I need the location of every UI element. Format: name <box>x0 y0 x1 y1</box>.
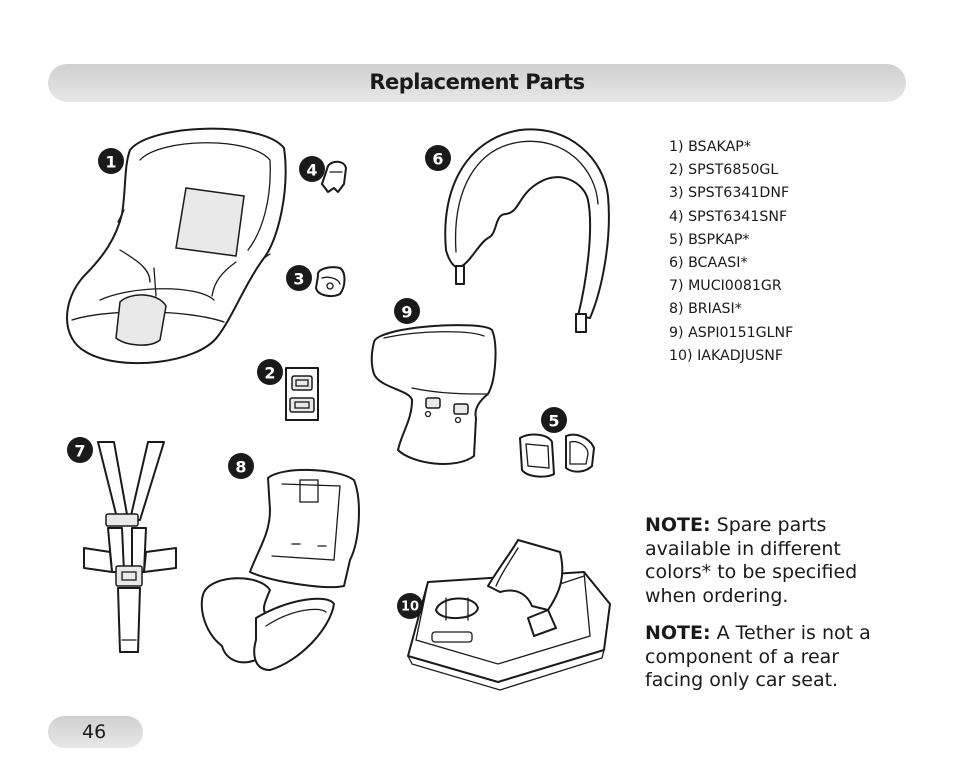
svg-text:4: 4 <box>306 161 317 180</box>
badge-10: 10 <box>397 593 423 619</box>
part-9-head-support-drawing <box>370 324 497 465</box>
svg-text:10: 10 <box>401 600 419 615</box>
badge-7: 7 <box>67 437 93 463</box>
svg-text:1: 1 <box>105 153 116 172</box>
badge-3: 3 <box>286 265 312 291</box>
parts-list-item: 10) IAKADJUSNF <box>669 347 784 364</box>
part-4-clip-drawing <box>321 160 347 193</box>
svg-text:8: 8 <box>235 458 246 477</box>
note-text: A Tether is not a component of a rear fa… <box>645 622 871 691</box>
note-label: NOTE: <box>645 514 711 536</box>
parts-list-item: 7) MUCI0081GR <box>669 278 782 295</box>
part-10-base-drawing <box>407 539 611 691</box>
badge-2: 2 <box>257 359 283 385</box>
parts-list-item: 5) BSPKAP* <box>669 231 750 248</box>
part-2-chest-clip-drawing <box>285 367 319 421</box>
page-number-tab: 46 <box>48 716 143 748</box>
svg-text:3: 3 <box>293 270 304 289</box>
page-title: Replacement Parts <box>369 70 585 94</box>
badge-9: 9 <box>394 298 420 324</box>
badge-8: 8 <box>228 453 254 479</box>
note-label: NOTE: <box>645 622 711 644</box>
svg-text:9: 9 <box>401 303 412 322</box>
badge-6: 6 <box>425 145 451 171</box>
parts-list-item: 8) BRIASI* <box>669 301 742 318</box>
svg-text:5: 5 <box>548 412 559 431</box>
note-spare-parts: NOTE: Spare parts available in different… <box>645 514 895 608</box>
note-tether: NOTE: A Tether is not a component of a r… <box>645 622 895 693</box>
svg-text:7: 7 <box>74 442 85 461</box>
parts-list-item: 3) SPST6341DNF <box>669 185 790 202</box>
badge-5: 5 <box>541 407 567 433</box>
parts-list-item: 1) BSAKAP* <box>669 139 751 155</box>
page-number: 46 <box>82 721 107 743</box>
part-7-harness-drawing <box>83 441 177 653</box>
part-1-seat-shell-drawing <box>66 127 287 365</box>
note-text: Spare parts available in different color… <box>645 514 858 607</box>
badge-4: 4 <box>299 156 325 182</box>
badge-1: 1 <box>98 148 124 174</box>
part-8-seat-pad-drawing <box>200 469 360 671</box>
svg-text:6: 6 <box>432 150 443 169</box>
svg-text:2: 2 <box>264 364 275 383</box>
part-6-canopy-drawing <box>444 128 610 333</box>
parts-list-item: 9) ASPI0151GLNF <box>669 324 794 341</box>
header-bar: Replacement Parts <box>48 64 906 102</box>
part-5-pads-drawing <box>519 433 595 478</box>
parts-list-item: 4) SPST6341SNF <box>669 208 788 225</box>
parts-list-item: 6) BCAASI* <box>669 255 748 272</box>
parts-list: 1) BSAKAP* 2) SPST6850GL 3) SPST6341DNF … <box>669 136 793 368</box>
part-3-buckle-drawing <box>315 266 346 297</box>
parts-list-item: 2) SPST6850GL <box>669 162 779 179</box>
